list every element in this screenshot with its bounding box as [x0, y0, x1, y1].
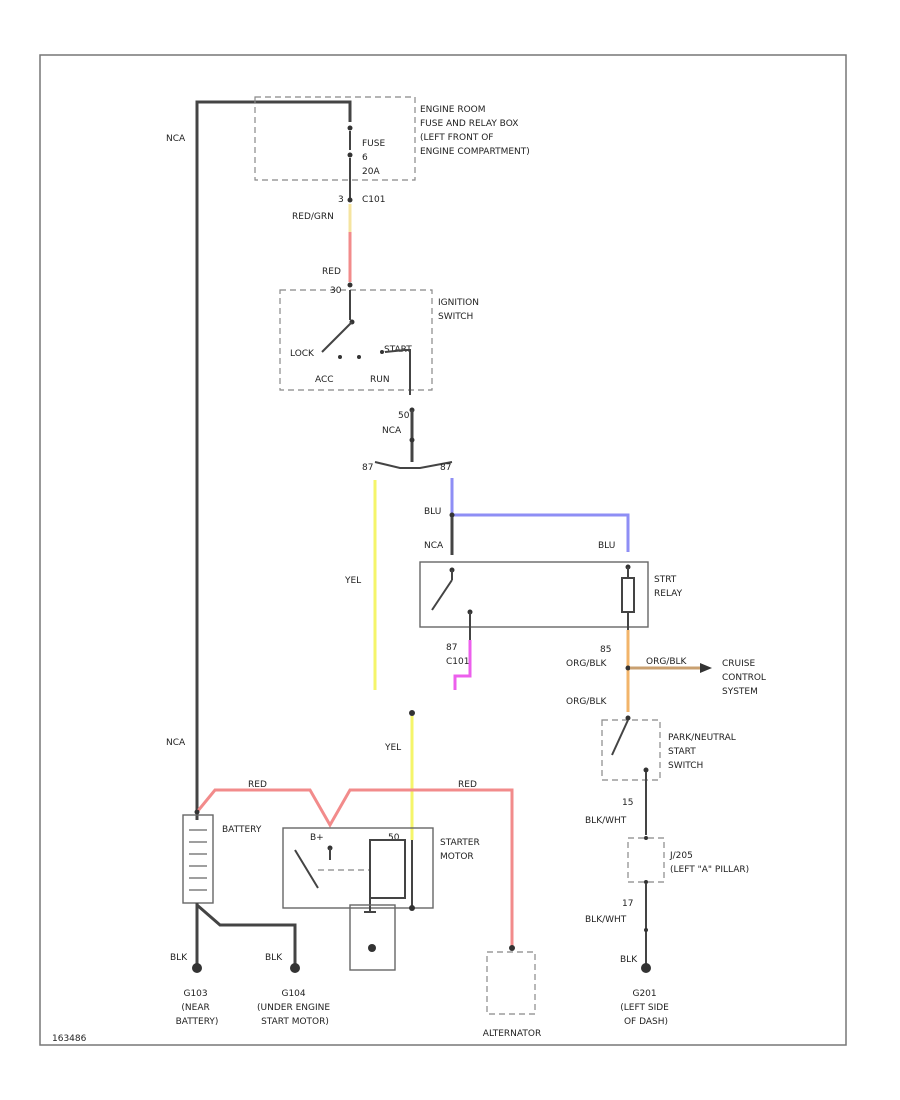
relay-switch-blade — [431, 579, 453, 611]
c101-label: C101 — [362, 195, 385, 205]
cruise-label: CRUISE CONTROL SYSTEM — [722, 659, 769, 697]
pin-87-split-left: 87 — [362, 463, 373, 473]
pos-acc: ACC — [315, 375, 334, 385]
wire-nca-main — [195, 100, 352, 820]
pn-switch-label: PARK/NEUTRAL START SWITCH — [668, 733, 739, 771]
fuse-box-label: ENGINE ROOM FUSE AND RELAY BOX (LEFT FRO… — [420, 105, 530, 157]
wire-label-org-blk-arrow: ORG/BLK — [646, 657, 688, 667]
wire-label-red2: RED — [248, 780, 267, 790]
g104-label: G104 (UNDER ENGINE START MOTOR) — [257, 989, 333, 1027]
wire-label-blk2: BLK — [265, 953, 283, 963]
pn-switch-blade — [611, 719, 629, 756]
battery-label: BATTERY — [222, 825, 262, 835]
ground-g104 — [290, 963, 300, 973]
pos-run: RUN — [370, 375, 390, 385]
g201-label: G201 (LEFT SIDE OF DASH) — [620, 989, 671, 1027]
ignition-switch-outline — [279, 289, 433, 391]
fuse-label: FUSE 6 20A — [362, 139, 388, 177]
j205-label: J/205 (LEFT "A" PILLAR) — [669, 851, 749, 875]
wire-red-battery — [195, 788, 514, 948]
pin-87-split-right: 87 — [440, 463, 451, 473]
battery-cells — [189, 829, 207, 891]
wire-label-blk-wht2: BLK/WHT — [585, 915, 627, 925]
figure-id: 163486 — [52, 1034, 87, 1044]
wire-label-blk-wht: BLK/WHT — [585, 816, 627, 826]
fuse-box-outline — [254, 96, 416, 181]
pos-lock: LOCK — [290, 349, 315, 359]
wire-label-nca-left: NCA — [166, 738, 186, 748]
diagram-border — [39, 54, 847, 1046]
wire-blk-g104 — [196, 903, 297, 966]
relay-coil — [621, 577, 635, 613]
ignition-switch-label: IGNITION SWITCH — [438, 298, 482, 322]
starter-solenoid-contact — [294, 848, 331, 889]
wire-label-yel: YEL — [344, 576, 361, 586]
wire-label-red3: RED — [458, 780, 477, 790]
starter-50-label: 50 — [388, 833, 400, 843]
wire-label-nca-top: NCA — [166, 134, 186, 144]
starter-winding — [369, 839, 406, 899]
wire-label-nca-mid: NCA — [382, 426, 402, 436]
sw-50-label: 50 — [398, 411, 410, 421]
str-relay-box — [419, 561, 649, 628]
alternator-outline — [486, 951, 536, 1015]
wire-label-blk-g201: BLK — [620, 955, 638, 965]
wire-label-org-blk: ORG/BLK — [566, 659, 608, 669]
wire-label-yel2: YEL — [384, 743, 401, 753]
wire-label-blk: BLK — [170, 953, 188, 963]
wire-label-red-top: RED — [322, 267, 341, 277]
wire-label-c101-relay: C101 — [446, 657, 469, 667]
pin-85-label: 85 — [600, 645, 611, 655]
wire-label-blu: BLU — [424, 507, 441, 517]
starter-motor-label: STARTER MOTOR — [440, 838, 483, 862]
g103-label: G103 (NEAR BATTERY) — [176, 989, 219, 1027]
cruise-arrow — [700, 663, 712, 673]
str-relay-label: STRT RELAY — [654, 575, 683, 599]
wire-label-nca-relay: NCA — [424, 541, 444, 551]
wire-magenta — [453, 640, 472, 690]
wire-label-red-grn: RED/GRN — [292, 212, 334, 222]
j205-outline — [627, 837, 665, 883]
pin-3-label: 3 — [338, 195, 344, 205]
pin-87-relay: 87 — [446, 643, 457, 653]
pin-15-label: 15 — [622, 798, 633, 808]
starter-bplus-label: B+ — [310, 833, 324, 843]
starter-motor-box — [282, 827, 434, 909]
sw-30-label: 30 — [330, 286, 342, 296]
wire-label-org-blk2: ORG/BLK — [566, 697, 608, 707]
starter-armature — [368, 944, 376, 952]
starter-armature-housing — [349, 904, 396, 971]
wire-blu — [450, 478, 630, 552]
ground-g201 — [641, 963, 651, 973]
ignition-switch-blade — [321, 321, 353, 353]
ground-g103 — [192, 963, 202, 973]
pin-17-label: 17 — [622, 899, 633, 909]
wire-label-blu2: BLU — [598, 541, 615, 551]
pn-switch-outline — [601, 719, 661, 781]
alternator-label: ALTERNATOR — [483, 1029, 541, 1039]
